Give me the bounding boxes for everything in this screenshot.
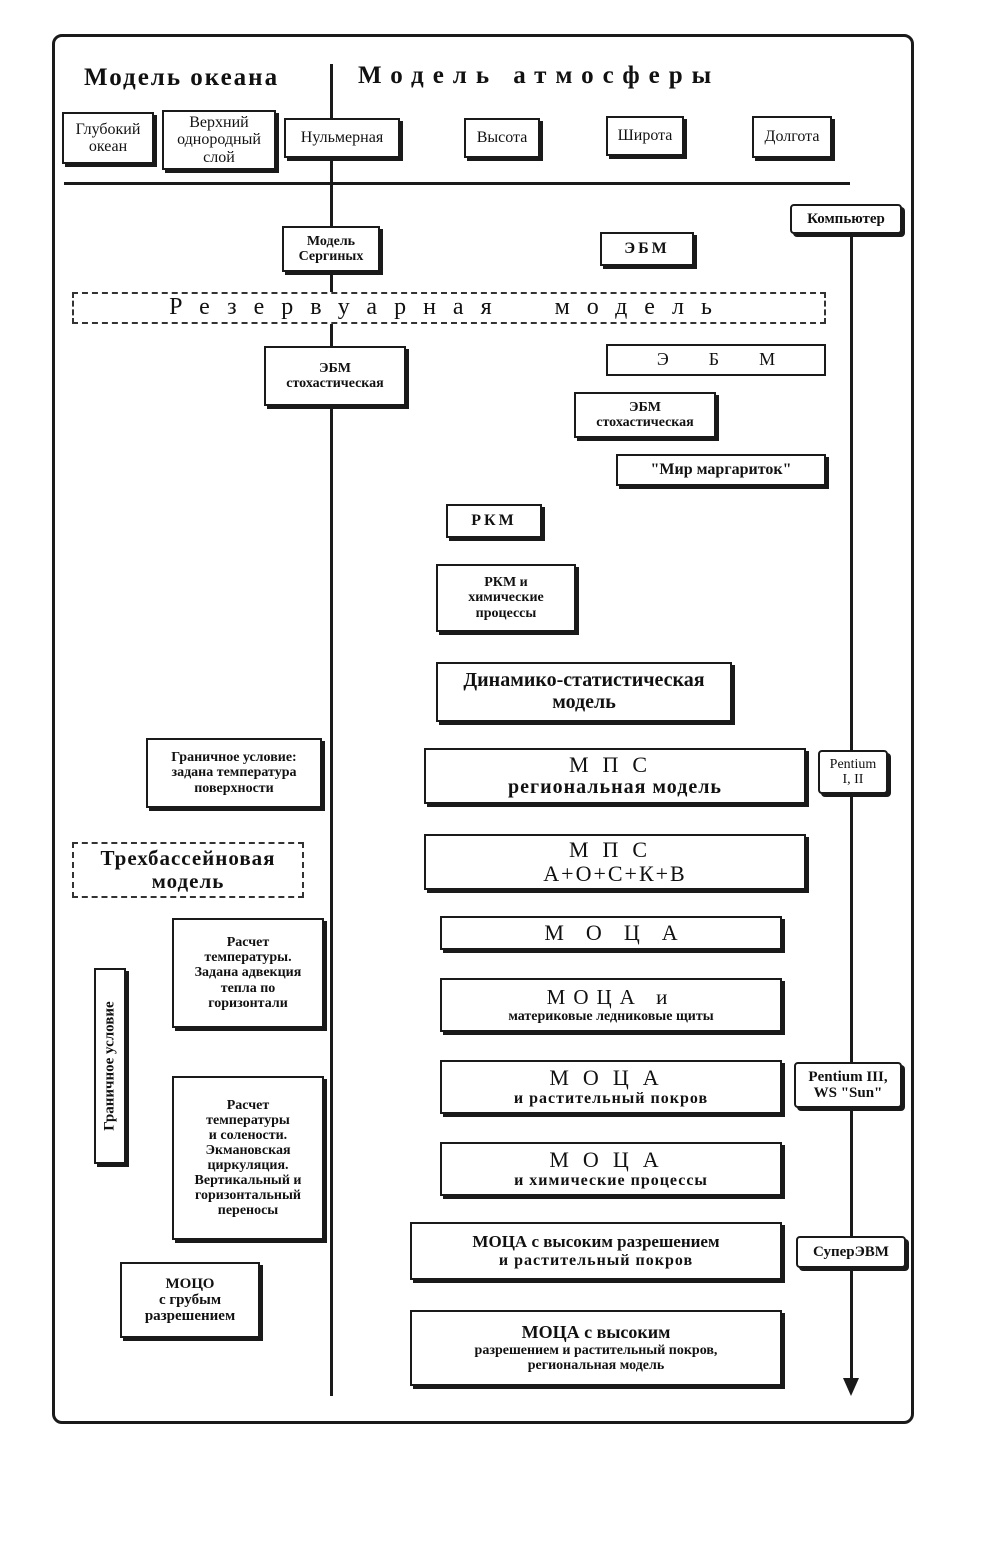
moca-box: МОЦА xyxy=(440,916,782,950)
dynamic-statistical-box: Динамико-статистическая модель xyxy=(436,662,732,722)
temperature-salinity-box: Расчет температуры и солености. Экмановс… xyxy=(172,1076,324,1240)
upper-layer-box: Верхний однородный слой xyxy=(162,110,276,170)
ocean-model-header: Модель океана xyxy=(84,64,280,91)
timeline-arrowhead xyxy=(843,1378,859,1396)
moca-vegetation-subtitle: и растительный покров xyxy=(513,1090,709,1108)
mps-full-box: МПС А+О+С+К+В xyxy=(424,834,806,890)
ebm-top-box: ЭБМ xyxy=(600,232,694,266)
moca-high-res-regional-title: МОЦА с высоким xyxy=(521,1322,671,1343)
boundary-temperature-box: Граничное условие: задана температура по… xyxy=(146,738,322,808)
rkm-box: РКМ xyxy=(446,504,542,538)
zero-dimensional-box: Нульмерная xyxy=(284,118,400,158)
deep-ocean-box: Глубокий океан xyxy=(62,112,154,164)
boundary-condition-vertical-box: Граничное условие xyxy=(94,968,126,1164)
moca-chemistry-subtitle: и химические процессы xyxy=(514,1172,708,1190)
ebm-wide-box: ЭБМ xyxy=(606,344,826,376)
mps-regional-subtitle: региональная модель xyxy=(507,776,723,799)
moca-glaciers-subtitle: материковые ледниковые щиты xyxy=(508,1008,714,1024)
reservoir-model-box: Резервуарная модель xyxy=(72,292,826,324)
moca-label: МОЦА xyxy=(544,920,700,946)
supercomputer-tag: СуперЭВМ xyxy=(796,1236,906,1268)
sergin-model-box: Модель Сергиных xyxy=(282,226,380,272)
moca-high-res-regional-box: МОЦА с высоким разрешением и растительны… xyxy=(410,1310,782,1386)
computer-timeline-line xyxy=(850,234,853,1384)
pentium-3-tag: Pentium III, WS "Sun" xyxy=(794,1062,902,1108)
pentium-1-2-tag: Pentium I, II xyxy=(818,750,888,794)
moca-glaciers-box: МОЦА и материковые ледниковые щиты xyxy=(440,978,782,1032)
daisyworld-box: "Мир маргариток" xyxy=(616,454,826,486)
boundary-condition-vertical-label: Граничное условие xyxy=(101,1001,118,1131)
mps-regional-title: МПС xyxy=(568,752,662,778)
mps-full-subtitle: А+О+С+К+В xyxy=(543,861,687,886)
ebm-stochastic-atmosphere-box: ЭБМ стохастическая xyxy=(574,392,716,438)
moca-chemistry-box: МОЦА и химические процессы xyxy=(440,1142,782,1196)
header-rule xyxy=(64,182,850,185)
reservoir-model-label: Резервуарная модель xyxy=(169,294,729,321)
moca-chemistry-title: МОЦА xyxy=(549,1147,673,1173)
atmosphere-model-header: Модель атмосферы xyxy=(358,62,721,89)
latitude-box: Широта xyxy=(606,116,684,156)
computer-tag: Компьютер xyxy=(790,204,902,234)
moca-glaciers-title: МОЦА и xyxy=(546,985,676,1010)
moco-coarse-box: МОЦО с грубым разрешением xyxy=(120,1262,260,1338)
three-basin-model-box: Трехбассейновая модель xyxy=(72,842,304,898)
ebm-stochastic-ocean-box: ЭБМ стохастическая xyxy=(264,346,406,406)
moca-vegetation-box: МОЦА и растительный покров xyxy=(440,1060,782,1114)
moca-high-res-regional-subtitle: разрешением и растительный покров, регио… xyxy=(474,1342,718,1373)
height-box: Высота xyxy=(464,118,540,158)
moca-high-res-subtitle: и растительный покров xyxy=(498,1251,694,1269)
mps-regional-box: МПС региональная модель xyxy=(424,748,806,804)
ebm-wide-label: ЭБМ xyxy=(656,349,816,370)
moca-high-res-box: МОЦА с высоким разрешением и растительны… xyxy=(410,1222,782,1280)
ocean-atmosphere-divider xyxy=(330,64,333,1396)
longitude-box: Долгота xyxy=(752,116,832,158)
rkm-chemistry-box: РКМ и химические процессы xyxy=(436,564,576,632)
moca-high-res-title: МОЦА с высоким разрешением xyxy=(472,1232,720,1252)
moca-vegetation-title: МОЦА xyxy=(549,1065,673,1091)
diagram-frame xyxy=(52,34,914,1424)
temperature-calc-box: Расчет температуры. Задана адвекция тепл… xyxy=(172,918,324,1028)
mps-full-title: МПС xyxy=(568,837,662,863)
